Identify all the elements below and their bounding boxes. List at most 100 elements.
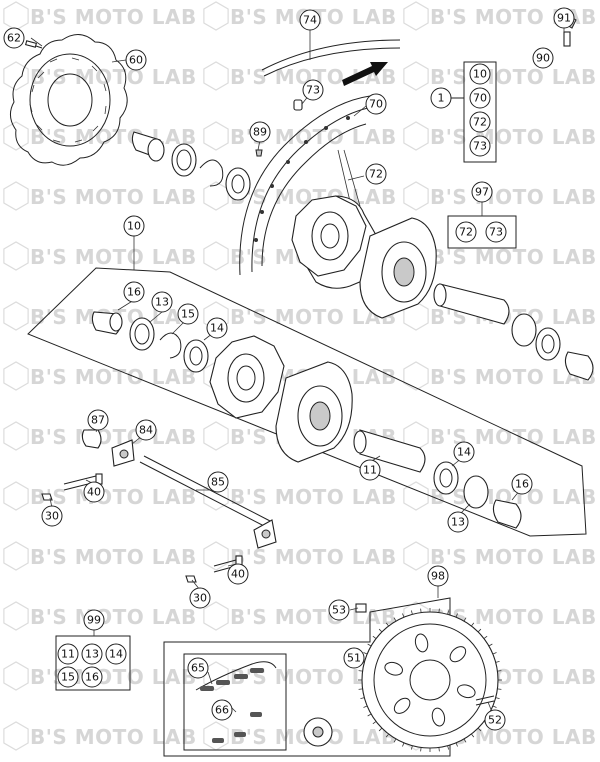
watermark-text: B'S MOTO LAB xyxy=(430,545,597,569)
callout-c91: 91 xyxy=(553,7,575,29)
callout-c10: 10 xyxy=(123,215,145,237)
sprocket-tooth xyxy=(495,660,500,663)
callout-circle xyxy=(135,419,157,441)
upper-hub-drawing xyxy=(131,131,594,381)
callout-circle xyxy=(359,459,381,481)
callout-c13b: 13 xyxy=(447,511,469,533)
sprocket-tooth xyxy=(367,713,372,717)
watermark-text: B'S MOTO LAB xyxy=(430,65,597,89)
callout-circle xyxy=(57,666,79,688)
watermark-text: B'S MOTO LAB xyxy=(30,425,197,449)
callout-number: 74 xyxy=(303,14,317,27)
group-97-item: 73 xyxy=(485,221,507,243)
callout-number: 73 xyxy=(306,84,320,97)
callout-number: 98 xyxy=(431,570,445,583)
callout-circle xyxy=(343,647,365,669)
callout-number: 53 xyxy=(332,604,346,617)
sprocket-tooth xyxy=(463,617,467,622)
watermark-text: B'S MOTO LAB xyxy=(30,5,197,29)
callout-c30a: 30 xyxy=(41,505,63,527)
sprocket-tooth xyxy=(367,643,372,647)
callout-number: 15 xyxy=(181,308,195,321)
sprocket-tooth xyxy=(363,652,368,655)
watermark-logo xyxy=(203,1,229,31)
callout-c89: 89 xyxy=(249,121,271,143)
callout-c16a: 16 xyxy=(123,281,145,303)
watermark-logo xyxy=(403,61,429,91)
sprocket-tooth xyxy=(477,628,482,633)
callout-c60: 60 xyxy=(125,49,147,71)
callout-circle xyxy=(302,79,324,101)
sprocket-tooth xyxy=(477,727,482,732)
callout-circle xyxy=(532,47,554,69)
watermark-text: B'S MOTO LAB xyxy=(230,485,397,509)
callout-c53: 53 xyxy=(328,599,350,621)
sprocket-tooth xyxy=(438,608,440,613)
callout-number: 52 xyxy=(488,714,502,727)
callout-circle xyxy=(453,441,475,463)
sprocket-window xyxy=(414,633,429,653)
sprocket-tooth xyxy=(372,635,377,639)
callout-circle xyxy=(469,111,491,133)
callout-number: 72 xyxy=(459,226,473,239)
callout-circle xyxy=(211,699,233,721)
callout-circle xyxy=(553,7,575,29)
group-1-item: 73 xyxy=(469,135,491,157)
watermark-logo xyxy=(3,361,29,391)
watermark-text: B'S MOTO LAB xyxy=(30,185,197,209)
callout-number: 10 xyxy=(127,220,141,233)
sprocket-tooth xyxy=(447,610,450,615)
watermark-logo xyxy=(3,181,29,211)
sprocket-tooth xyxy=(420,608,422,613)
sprocket-tooth xyxy=(492,705,497,708)
callout-number: 11 xyxy=(61,648,75,661)
watermark-logo xyxy=(3,541,29,571)
group-1-item: 72 xyxy=(469,111,491,133)
callout-c98: 98 xyxy=(427,565,449,587)
watermark-text: B'S MOTO LAB xyxy=(430,425,597,449)
callout-number: 16 xyxy=(515,478,529,491)
callout-number: 89 xyxy=(253,126,267,139)
callout-circle xyxy=(189,587,211,609)
callout-number: 30 xyxy=(45,510,59,523)
callout-circle xyxy=(469,87,491,109)
watermark-text: B'S MOTO LAB xyxy=(30,65,197,89)
watermark-logo xyxy=(3,661,29,691)
callout-circle xyxy=(87,409,109,431)
sprocket-drawing xyxy=(163,11,577,757)
callout-c65: 65 xyxy=(187,657,209,679)
sprocket-tooth xyxy=(385,622,389,627)
callout-circle xyxy=(207,471,229,493)
watermark-logo xyxy=(3,421,29,451)
callout-circle xyxy=(151,291,173,313)
sprocket-tooth xyxy=(455,613,458,618)
callout-c66: 66 xyxy=(211,699,233,721)
sprocket-tooth xyxy=(372,721,377,725)
watermark-text: B'S MOTO LAB xyxy=(30,545,197,569)
callout-number: 66 xyxy=(215,704,229,717)
watermark-logo xyxy=(203,601,229,631)
callout-number: 99 xyxy=(87,614,101,627)
callout-number: 30 xyxy=(193,592,207,605)
watermark-text: B'S MOTO LAB xyxy=(30,485,197,509)
callout-number: 1 xyxy=(438,92,445,105)
sprocket-tooth xyxy=(393,738,397,743)
callout-c40b: 40 xyxy=(227,563,249,585)
sprocket-tooth xyxy=(471,733,475,738)
callout-c72: 72 xyxy=(365,163,387,185)
watermark-logo xyxy=(203,181,229,211)
callout-layer: 6260747370897291901971016131514878440308… xyxy=(3,7,575,731)
callout-number: 90 xyxy=(536,52,550,65)
watermark-text: B'S MOTO LAB xyxy=(30,725,197,749)
watermark-logo xyxy=(203,61,229,91)
callout-c99: 99 xyxy=(83,609,105,631)
callout-number: 10 xyxy=(473,68,487,81)
sprocket-tooth xyxy=(497,688,502,690)
callout-number: 73 xyxy=(489,226,503,239)
watermark-logo xyxy=(3,721,29,751)
sprocket-window xyxy=(431,707,446,727)
group-box-1 xyxy=(463,61,497,163)
sprocket-tooth xyxy=(420,747,422,752)
group-box-99 xyxy=(55,635,131,691)
